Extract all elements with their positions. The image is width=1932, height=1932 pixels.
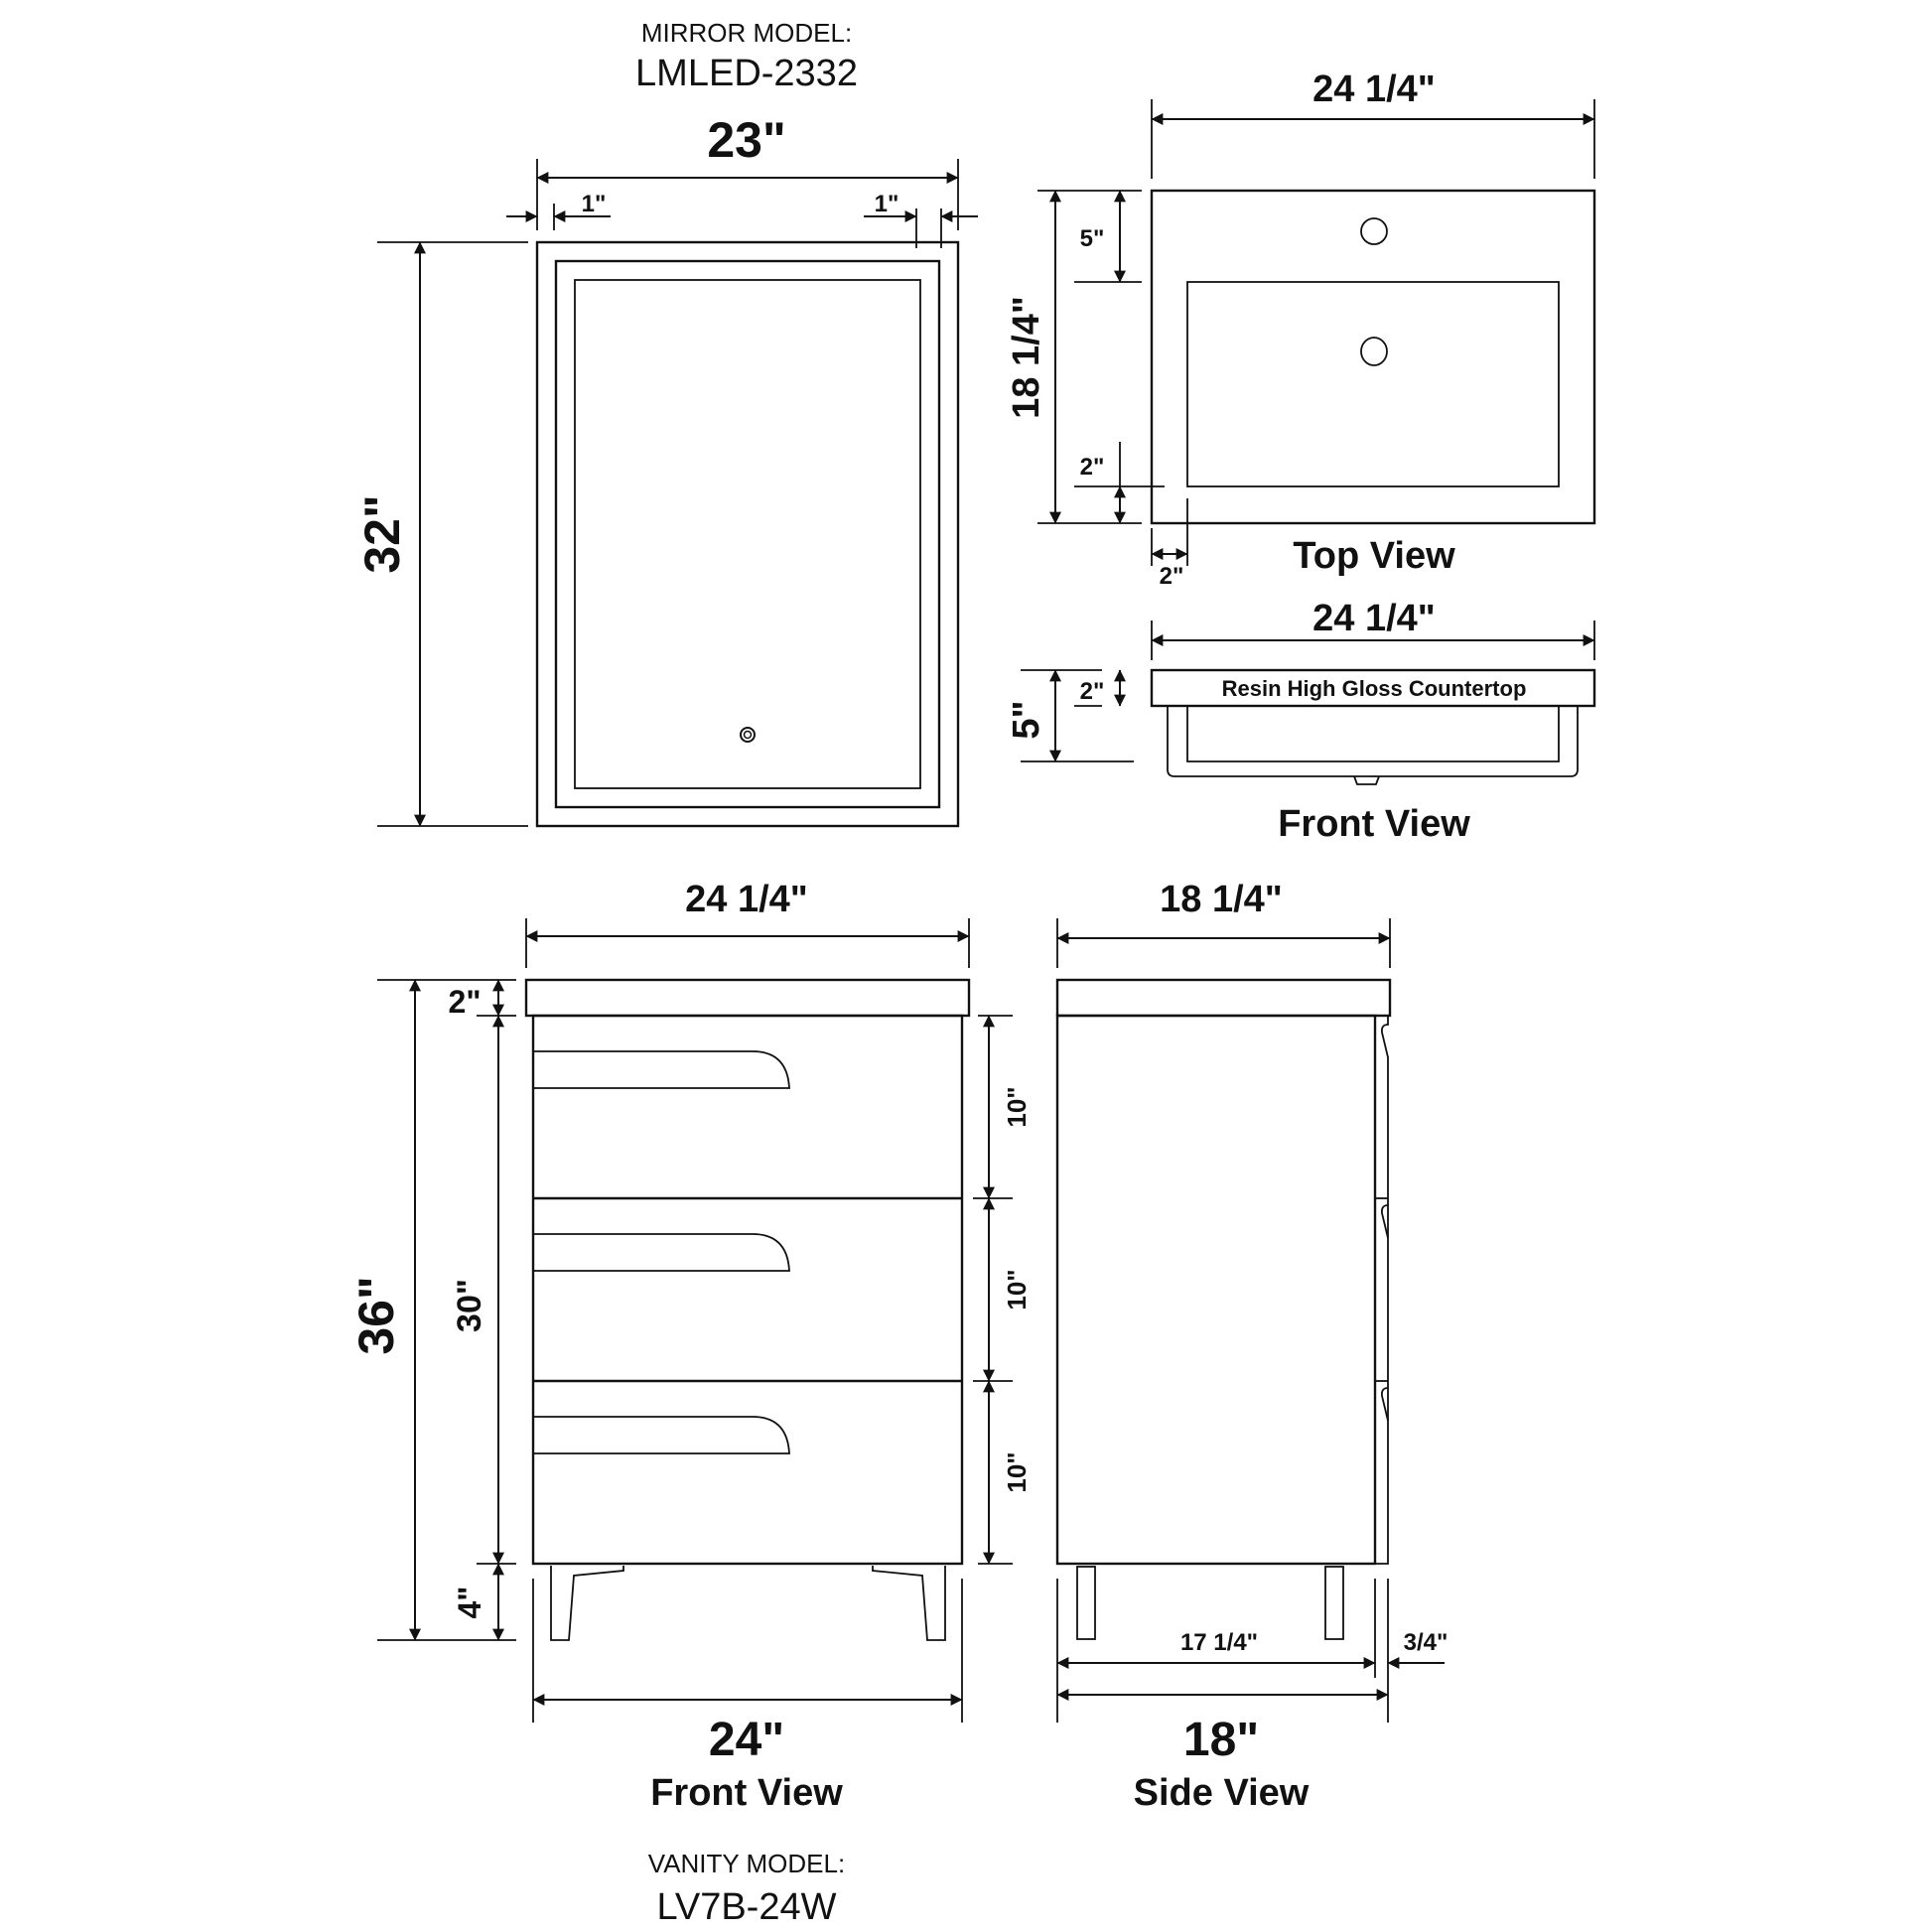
drawer-handle-2	[533, 1233, 790, 1272]
mirror-width-label: 23"	[707, 112, 785, 168]
vanity-side-view-drawing: 18 1/4" 17 1/4" 3/4" 18" Side View	[1055, 879, 1449, 1814]
side-cabinet-body	[1055, 1014, 1377, 1566]
side-body-depth-label: 17 1/4"	[1180, 1629, 1258, 1656]
vanity-model-number: LV7B-24W	[657, 1886, 837, 1928]
side-base-depth-label: 18"	[1183, 1714, 1259, 1766]
side-countertop	[1055, 978, 1392, 1018]
mirror-outer-frame	[535, 240, 960, 828]
countertop-total-height-label: 5"	[1006, 700, 1047, 739]
side-top-depth-label: 18 1/4"	[1160, 879, 1283, 920]
vanity-countertop-height-label: 2"	[449, 984, 482, 1020]
side-margin-label: 2"	[1160, 563, 1184, 590]
top-view-width-label: 24 1/4"	[1312, 69, 1436, 110]
top-view-drawing: 24 1/4" 18 1/4" 5" 2" 2" Top View	[1006, 69, 1596, 590]
basin-bowl-inner	[1186, 706, 1560, 762]
vanity-cabinet-height-label: 30"	[451, 1279, 488, 1332]
front-right-leg	[872, 1566, 946, 1641]
mirror-height-label: 32"	[354, 494, 410, 573]
vanity-total-height-label: 36"	[348, 1276, 404, 1354]
side-view-title: Side View	[1134, 1772, 1310, 1814]
basin-outline	[1186, 281, 1560, 487]
drawer-handle-3	[533, 1416, 790, 1454]
front-margin-label: 2"	[1080, 454, 1105, 481]
mirror-right-border-label: 1"	[875, 191, 899, 217]
side-front-leg	[1324, 1566, 1344, 1640]
drain-stub	[1353, 775, 1380, 785]
basin-bowl-outer	[1167, 706, 1579, 777]
vanity-cabinet	[531, 1014, 964, 1566]
countertop-front-view-drawing: 24 1/4" Resin High Gloss Countertop 5" 2…	[1006, 598, 1596, 845]
mirror-model-label: MIRROR MODEL:	[641, 18, 852, 48]
countertop-front-view-title: Front View	[1278, 803, 1470, 845]
top-view-title: Top View	[1293, 535, 1455, 577]
drain-hole	[1360, 337, 1388, 366]
countertop-material-label: Resin High Gloss Countertop	[1222, 676, 1527, 701]
vanity-countertop	[524, 978, 971, 1018]
vanity-top-width-label: 24 1/4"	[685, 879, 808, 920]
countertop-slab	[1150, 668, 1596, 708]
mirror-glass	[574, 279, 921, 789]
mirror-model-number: LMLED-2332	[635, 53, 858, 94]
vanity-front-view-title: Front View	[650, 1772, 843, 1814]
countertop-thickness-label: 2"	[1080, 678, 1105, 705]
drawer-3-height-label: 10"	[1002, 1451, 1032, 1492]
power-touch-icon[interactable]	[740, 727, 756, 743]
faucet-hole	[1360, 217, 1388, 245]
side-front-thickness-label: 3/4"	[1404, 1629, 1449, 1656]
vanity-model-label: VANITY MODEL:	[648, 1849, 845, 1878]
mirror-drawing: MIRROR MODEL: LMLED-2332 23" 1" 1" 32"	[354, 18, 978, 828]
drawer-2-height-label: 10"	[1002, 1269, 1032, 1310]
countertop-top-outline	[1150, 189, 1596, 525]
vanity-base-width-label: 24"	[709, 1714, 784, 1766]
front-left-leg	[550, 1566, 624, 1641]
drawer-handle-1	[533, 1050, 790, 1089]
drawer-front-profile	[1375, 1015, 1389, 1565]
vanity-leg-height-label: 4"	[452, 1587, 487, 1619]
top-view-depth-label: 18 1/4"	[1006, 296, 1047, 419]
vanity-front-view-drawing: 24 1/4" 36" 2" 30" 4" 10" 10" 1	[348, 879, 1032, 1814]
countertop-width-label: 24 1/4"	[1312, 598, 1436, 639]
mirror-left-border-label: 1"	[582, 191, 607, 217]
side-back-leg	[1076, 1566, 1096, 1640]
mirror-led-band	[554, 259, 941, 809]
faucet-offset-label: 5"	[1080, 225, 1105, 252]
drawer-1-height-label: 10"	[1002, 1086, 1032, 1127]
